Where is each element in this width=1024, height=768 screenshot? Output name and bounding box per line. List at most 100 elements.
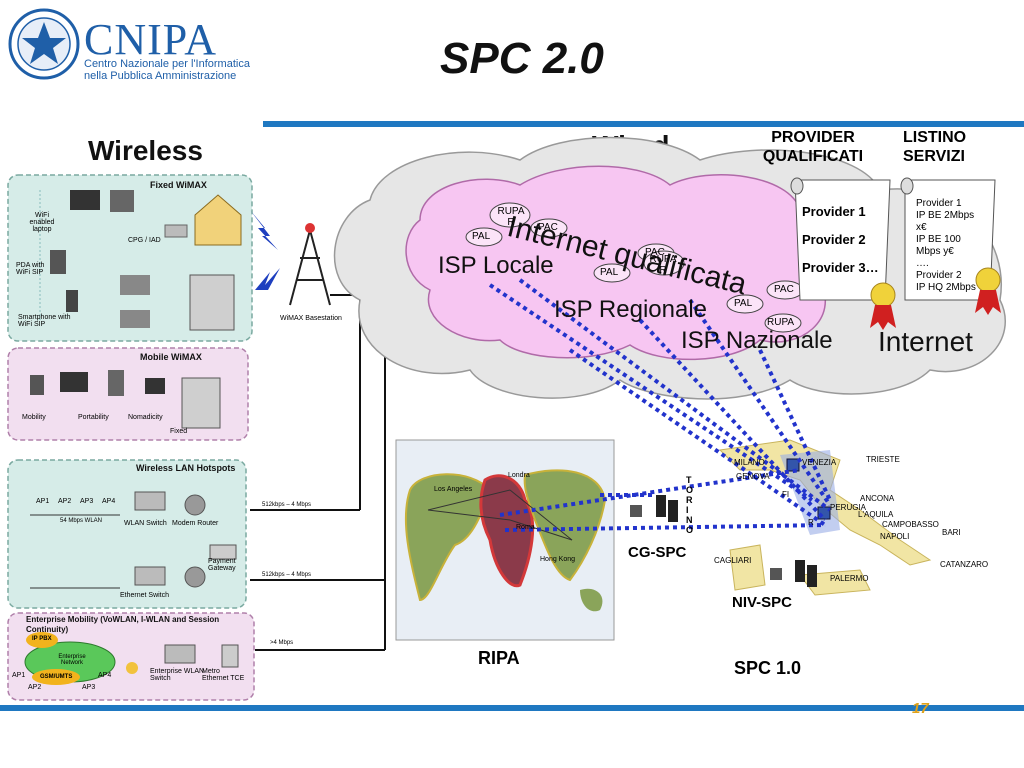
isp-nazionale-label: ISP Nazionale xyxy=(681,327,833,354)
mobile-wimax-panel xyxy=(7,347,249,441)
city-catanzaro: CATANZARO xyxy=(940,560,989,569)
wlan-ap1: AP1 xyxy=(36,498,50,505)
building-icon xyxy=(189,274,235,331)
city-genova: GENOVA xyxy=(736,472,770,481)
mobile-label-fixed: Fixed xyxy=(170,428,188,435)
city-firenze: FI xyxy=(782,490,790,499)
wlan-speed: 54 Mbps WLAN xyxy=(60,518,103,524)
internet-label: Internet xyxy=(878,326,973,357)
ent-ap3: AP3 xyxy=(82,684,96,691)
pal-node-2-label: PAL xyxy=(600,267,619,278)
ripa-city-londra: Londra xyxy=(508,472,530,479)
award-ribbon-icon xyxy=(870,282,896,330)
listino-item: …. xyxy=(916,258,929,269)
niv-spc-servers-icon xyxy=(770,560,817,587)
ent-ap2: AP2 xyxy=(28,684,42,691)
enterprise-switch-label: Enterprise WLAN Switch xyxy=(150,668,205,682)
rupa-node-2-label: RUPA R xyxy=(649,254,677,276)
fax-icon xyxy=(120,310,150,328)
ripa-city-losangeles: Los Angeles xyxy=(434,486,473,493)
title-rule xyxy=(263,121,1024,127)
desktop-icon xyxy=(110,190,134,212)
pda-icon xyxy=(50,250,66,274)
listino-item: x€ xyxy=(916,222,927,233)
laptop-icon xyxy=(70,190,100,210)
wlan-ap3: AP3 xyxy=(80,498,94,505)
mobile-wimax-title: Mobile WiMAX xyxy=(140,352,202,362)
wireless-bolt-2-icon xyxy=(255,268,280,290)
logo-subtitle-2: nella Pubblica Amministrazione xyxy=(84,70,237,82)
provider-header: PROVIDER QUALIFICATI xyxy=(758,128,868,166)
city-campobasso: CAMPOBASSO xyxy=(882,520,939,529)
basestation-label: WiMAX Basestation xyxy=(280,315,342,322)
wimax-basestation-icon xyxy=(289,223,331,306)
page-number: 17 xyxy=(912,700,929,717)
city-perugia: PERUGIA xyxy=(830,503,867,512)
city-palermo: PALERMO xyxy=(830,574,869,583)
rupa-node-3-label: RUPA xyxy=(767,317,795,328)
dotted-links xyxy=(488,278,832,532)
fixed-label-pda: PDA with WiFi SIP xyxy=(16,262,45,276)
ip-pbx-cloud xyxy=(26,632,58,648)
ip-pbx-label: IP PBX xyxy=(32,636,52,642)
metro-ethernet-label: Metro Ethernet TCE xyxy=(202,668,245,682)
isp-locale-label: ISP Locale xyxy=(438,252,554,279)
rupa-node-3 xyxy=(764,313,802,333)
americas-shape xyxy=(404,473,492,602)
ripa-city-roma: Roma xyxy=(516,524,535,531)
provider-list: Provider 1 Provider 2 Provider 3… xyxy=(802,198,879,282)
listino-list: Provider 1 IP BE 2Mbps x€ IP BE 100 Mbps… xyxy=(916,198,976,294)
listino-item: Provider 2 xyxy=(916,270,962,281)
city-bari: BARI xyxy=(942,528,961,537)
wireless-label: Wireless xyxy=(88,135,203,166)
logo-subtitle-1: Centro Nazionale per l'Informatica xyxy=(84,58,250,70)
ent-ap1: AP1 xyxy=(12,672,26,679)
rupa-node-2 xyxy=(643,250,685,276)
mobile-label-nomadicity: Nomadicity xyxy=(128,414,163,421)
city-cagliari: CAGLIARI xyxy=(714,556,752,565)
enterprise-wlan-switch-icon xyxy=(164,644,196,664)
phone-icon xyxy=(120,275,150,295)
wireless-bolt-icon xyxy=(250,210,278,250)
page-title: SPC 2.0 xyxy=(440,34,604,83)
mobile-label-mobility: Mobility xyxy=(22,414,46,421)
city-milano: MILANO xyxy=(734,458,765,467)
listino-item: IP HQ 2Mbps xyxy=(916,282,976,293)
fixed-label-smartphone: Smartphone with WiFi SIP xyxy=(18,314,71,328)
portability-laptop-icon xyxy=(60,372,88,392)
cpg-iad-icon xyxy=(164,224,188,238)
listino-item: IP BE 100 xyxy=(916,234,961,245)
city-trieste: TRIESTE xyxy=(866,455,900,464)
nomadicity-device-icon xyxy=(108,370,124,396)
payment-gateway-icon xyxy=(209,544,237,560)
city-napoli: NAPOLI xyxy=(880,532,910,541)
wlan-link-speed-2: 512kbps – 4 Mbps xyxy=(262,572,312,578)
cg-spc-servers-icon xyxy=(630,495,678,522)
city-roma: R xyxy=(808,518,814,527)
city-venezia: VENEZIA xyxy=(802,458,837,467)
listino-item: IP BE 2Mbps xyxy=(916,210,975,221)
pac-node-3-label: PAC xyxy=(774,284,794,295)
provider-header-line1: PROVIDER xyxy=(771,129,855,146)
wlan-switch-icon xyxy=(134,491,166,511)
provider-header-line2: QUALIFICATI xyxy=(762,148,864,165)
house-icon xyxy=(194,194,242,246)
fixed-label-laptop: WiFi enabled laptop xyxy=(29,212,55,233)
asia-shape xyxy=(523,469,607,582)
metro-ethernet-tce-icon xyxy=(221,644,239,668)
wlan-switch-label: WLAN Switch xyxy=(124,520,167,527)
pal-node-label: PAL xyxy=(472,231,491,242)
fixed-wimax-panel xyxy=(7,174,253,342)
listino-item: Provider 1 xyxy=(916,198,962,209)
provider-item: Provider 1 xyxy=(802,204,866,219)
pac-node-label: PAC xyxy=(538,222,558,233)
wlan-hotspots-title: Wireless LAN Hotspots xyxy=(136,463,236,473)
wlan-ap2: AP2 xyxy=(58,498,72,505)
listino-header: LISTINO SERVIZI xyxy=(903,128,966,166)
enterprise-mobility-title: Enterprise Mobility (VoWLAN, I-WLAN and … xyxy=(26,615,220,634)
oceania-shape xyxy=(580,588,603,612)
fixed-wimax-title: Fixed WiMAX xyxy=(150,180,207,190)
gsm-umts-cloud xyxy=(32,669,80,685)
modem-router-icon xyxy=(184,494,206,516)
